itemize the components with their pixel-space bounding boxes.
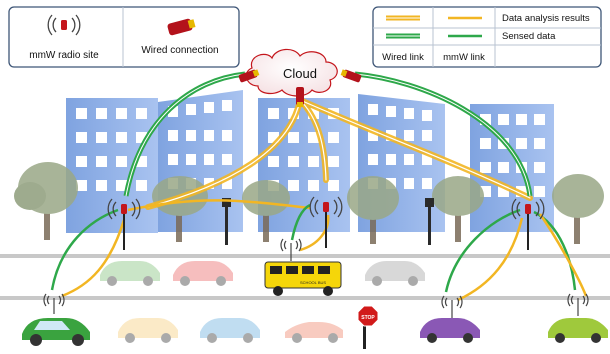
car-icon [100,261,160,286]
wired-connector-icon [238,69,260,83]
street-lamp-icon [222,198,231,245]
purple-car [420,318,480,343]
radio-site-icon [107,198,141,250]
roads [0,254,610,300]
radio-site-icon [309,196,343,248]
wired-links [145,97,533,210]
street-lamps [222,198,434,245]
bus-label: SCHOOL BUS [300,280,326,285]
vehicle-antenna-icon [43,293,65,314]
wired-connector-icon [340,69,362,83]
car-icon [285,322,343,343]
building-1 [66,98,158,233]
cloud-icon: Cloud [245,48,338,97]
lime-car [548,318,608,343]
legend-radio-site-label: mmW radio site [29,50,99,61]
tree-icon [347,176,399,244]
legend-radio-site-icon [47,14,81,36]
mmw-backhaul-links [123,71,533,197]
green-car [22,318,90,346]
tree-icon [14,162,78,240]
legend-data-analysis-label: Data analysis results [502,13,590,24]
legend-right: Data analysis results Sensed data Wired … [372,6,602,68]
wired-connectors [238,69,362,107]
legend-mmw-link-label: mmW link [443,52,485,63]
radio-site-icon [511,198,545,250]
legend-sensed-data-label: Sensed data [502,31,556,42]
faded-cars [100,261,425,343]
legend-wired-link-label: Wired link [382,52,424,63]
vehicle-antenna-icon [441,295,463,318]
car-icon [200,318,260,343]
car-icon [118,318,178,343]
legend-left: mmW radio site Wired connection [8,6,240,68]
legend-wired-connection-label: Wired connection [141,45,218,56]
tree-icon [432,176,484,242]
tree-icon [242,180,290,242]
tree-icon [152,176,208,242]
car-icon [365,261,425,286]
cloud-label: Cloud [283,66,317,81]
stop-sign-icon: STOP [357,305,379,349]
vehicle-antenna-icon [567,293,589,316]
vehicle-antenna-icon [280,238,302,261]
trees [14,162,604,244]
tree-icon [552,174,604,244]
wired-connector-icon [296,87,304,107]
car-icon [173,261,233,286]
school-bus-icon: SCHOOL BUS [264,261,342,296]
street-lamp-icon [425,198,434,245]
stop-sign-label: STOP [361,315,375,321]
radio-sites [43,196,589,318]
legend-wired-connector-icon [167,18,196,36]
